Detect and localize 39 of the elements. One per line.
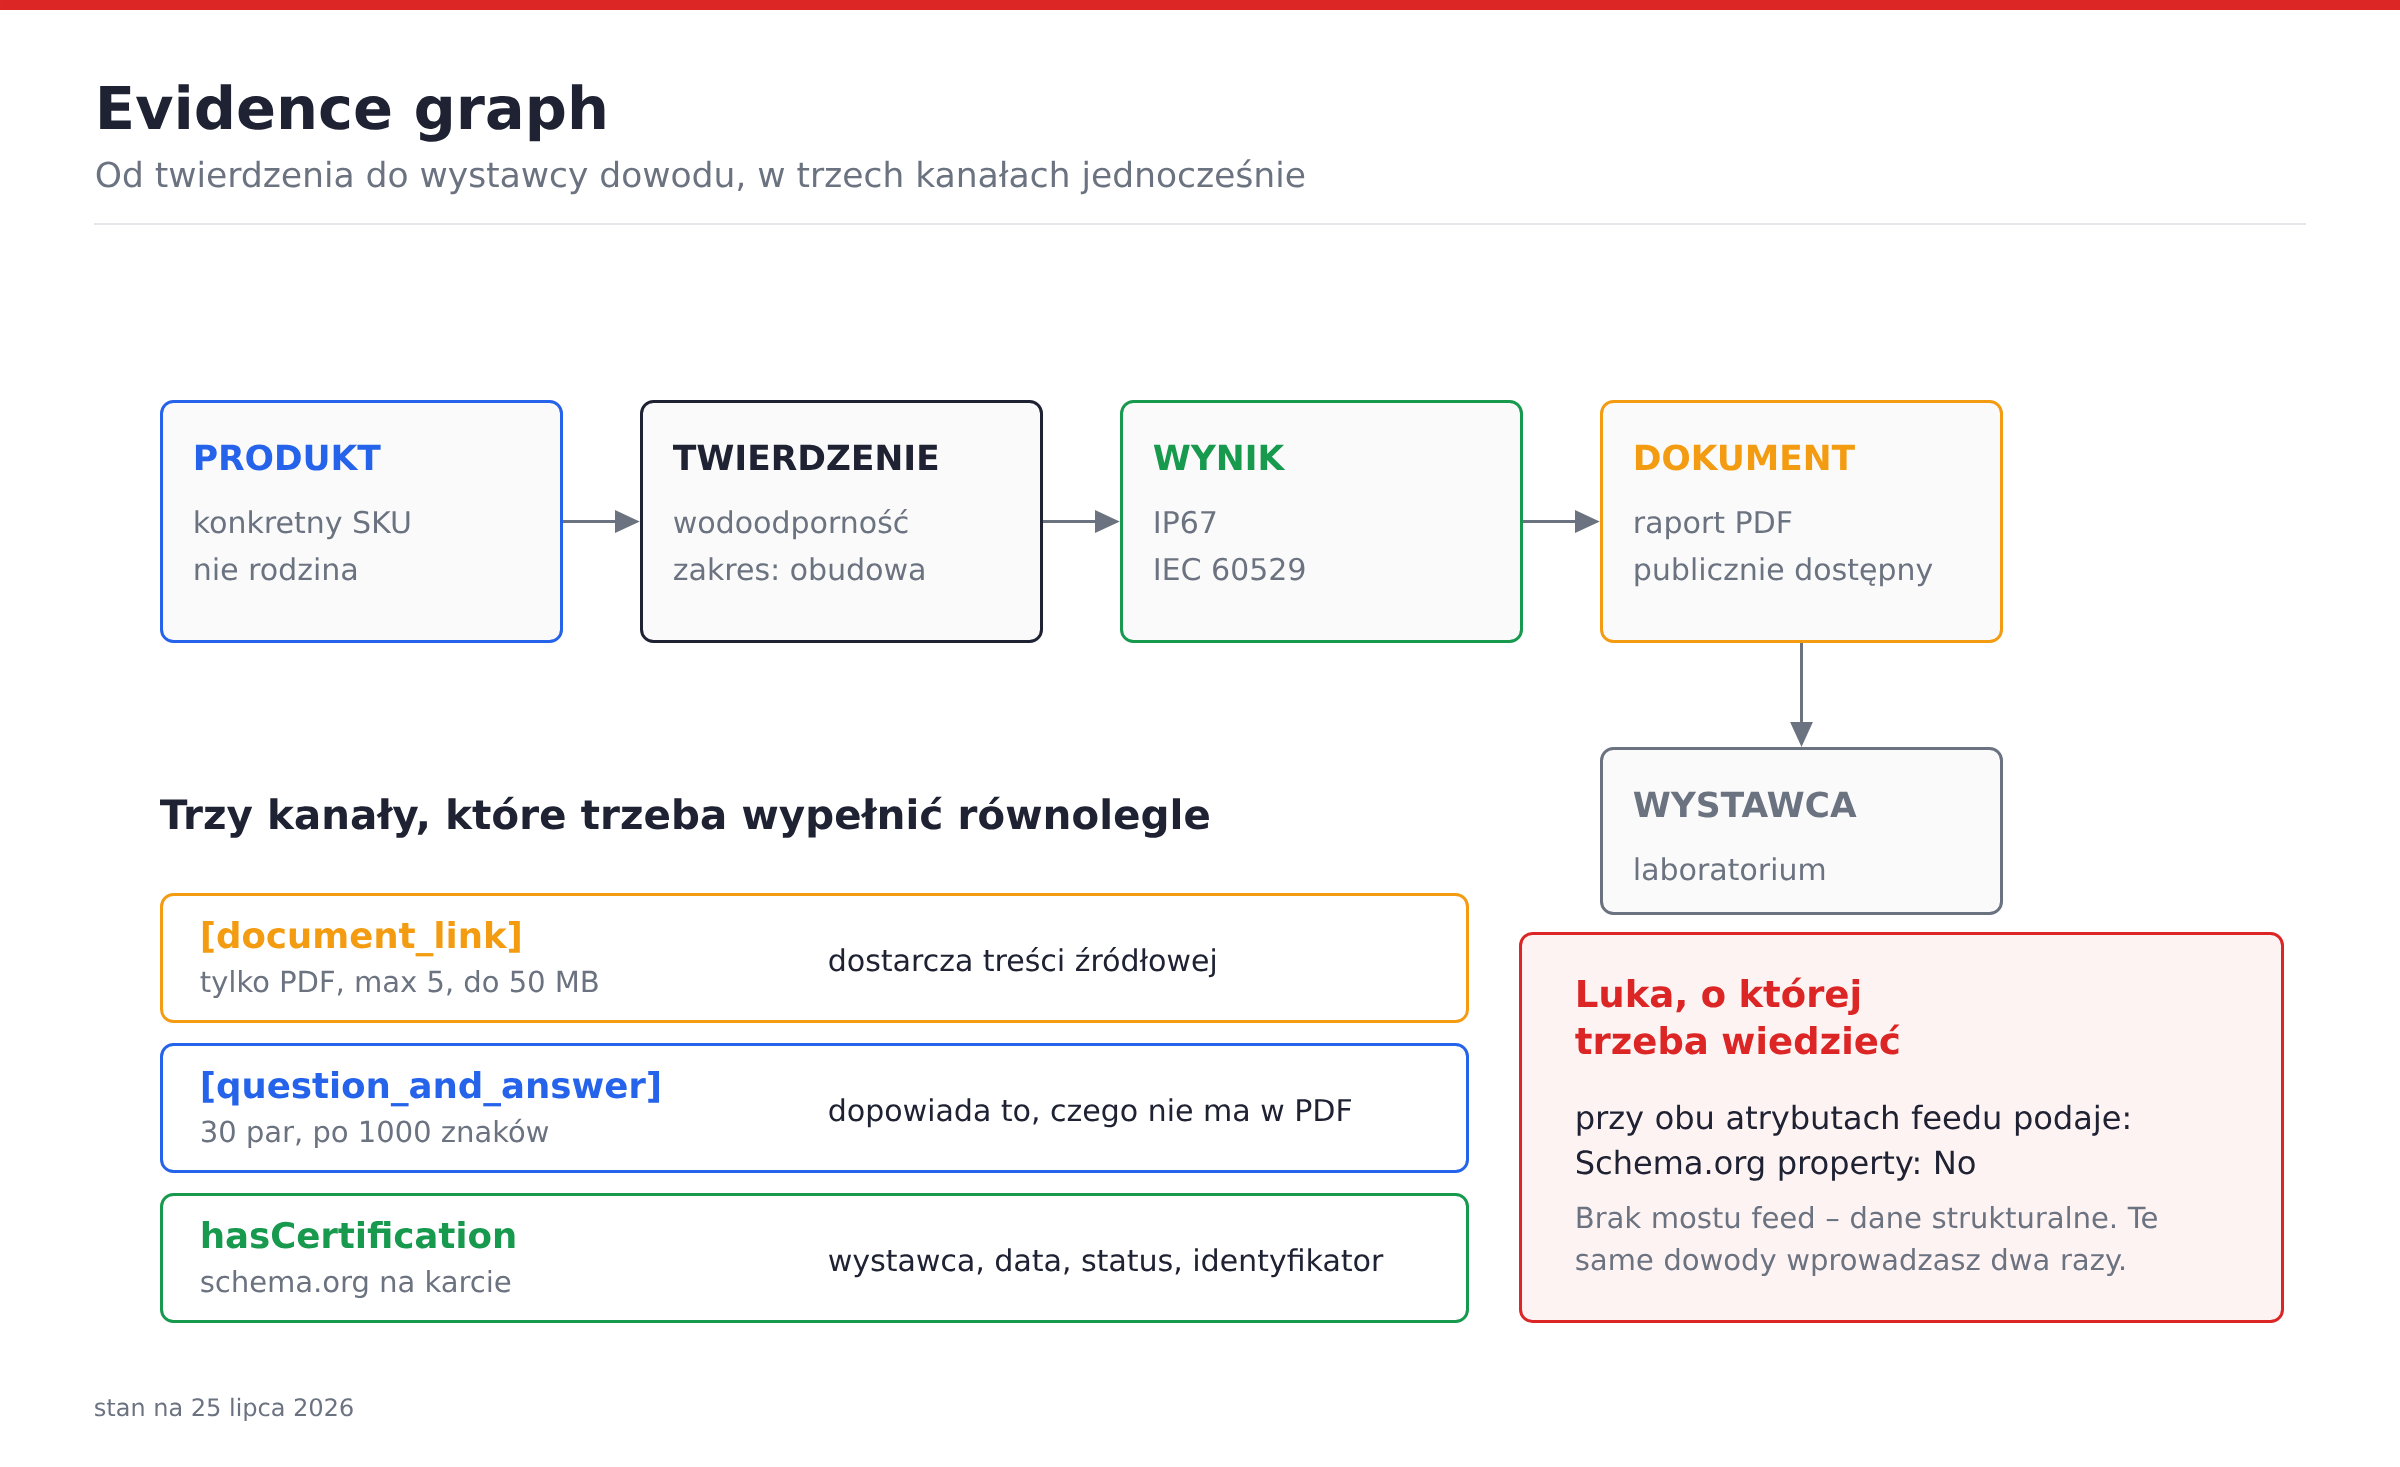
box-heading: WYSTAWCA xyxy=(1633,791,1857,818)
channel-box xyxy=(160,1193,1469,1323)
box-text: zakres: obudowa xyxy=(674,557,924,581)
title: Evidence graph xyxy=(100,84,605,142)
box-heading: PRODUKT xyxy=(195,444,381,471)
box-text: raport PDF xyxy=(1635,511,1792,540)
box-text: IEC 60529 xyxy=(1155,557,1305,581)
process-box xyxy=(160,400,563,643)
channel-description: wystawca, data, status, identyfikator xyxy=(829,1248,1384,1278)
warning-box xyxy=(1519,932,2284,1323)
subtitle: Od twierdzenia do wystawcy dowodu, w trzech kanałach jednocześnie xyxy=(96,159,1305,195)
channel-name: [document_link] xyxy=(202,921,520,957)
channel-name: hasCertification xyxy=(202,1221,515,1249)
channel-box xyxy=(160,1043,1469,1173)
channel-box xyxy=(160,893,1469,1023)
channel-note: schema.org na karcie xyxy=(201,1270,511,1298)
channel-name: [question_and_answer] xyxy=(202,1071,660,1107)
process-box xyxy=(640,400,1043,643)
warning-note: Brak mostu feed – dane strukturalne. Te same dowody wprowadzasz dwa razy. xyxy=(1576,1206,2157,1277)
footnote: stan na 25 lipca 2026 xyxy=(95,1397,353,1421)
channel-description: dopowiada to, czego nie ma w PDF xyxy=(829,1098,1351,1128)
warning-heading: Luka, o której trzeba wiedzieć xyxy=(1575,977,1900,1055)
box-text: nie rodzina xyxy=(195,557,357,581)
box-text: wodoodporność xyxy=(674,508,908,540)
process-box xyxy=(1600,400,2003,643)
section-heading: Trzy kanały, które trzeba wypełnić równolegle xyxy=(160,796,1209,838)
box-heading: WYNIK xyxy=(1153,444,1286,470)
box-heading: TWIERDZENIE xyxy=(673,444,938,470)
box-text: publicznie dostępny xyxy=(1635,557,1933,587)
process-box xyxy=(1600,747,2003,915)
box-text: IP67 xyxy=(1155,510,1216,534)
box-heading: DOKUMENT xyxy=(1635,444,1855,471)
channel-description: dostarcza treści źródłowej xyxy=(829,946,1215,978)
process-box xyxy=(1120,400,1523,643)
box-text: konkretny SKU xyxy=(195,510,410,540)
box-text: laboratorium xyxy=(1635,857,1825,881)
warning-text: przy obu atrybutach feedu podaje: Schema.org property: No xyxy=(1576,1104,2129,1181)
channel-note: 30 par, po 1000 znaków xyxy=(202,1118,549,1148)
channel-note: tylko PDF, max 5, do 50 MB xyxy=(200,970,598,999)
